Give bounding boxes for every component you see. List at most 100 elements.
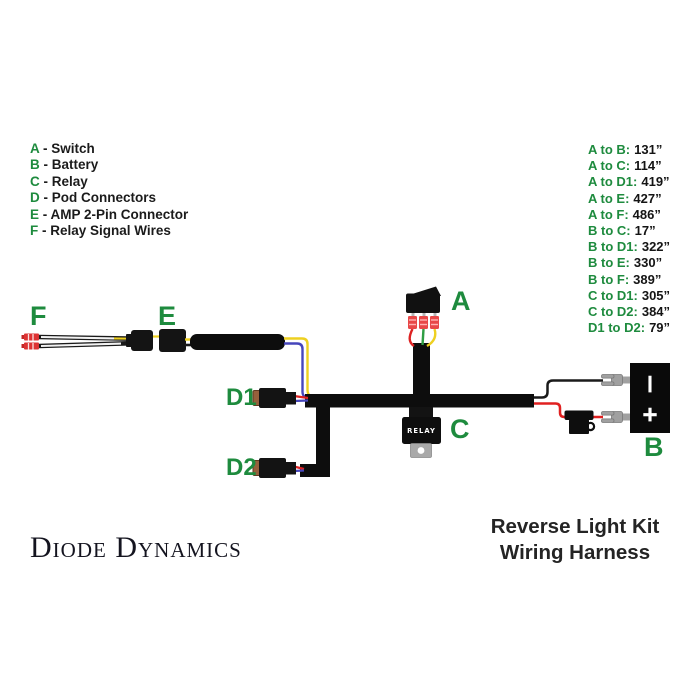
fuse-holder bbox=[564, 410, 596, 434]
measurement-row: A to C:114” bbox=[588, 158, 670, 174]
switch-terminal bbox=[408, 316, 417, 329]
legend-separator: - bbox=[39, 173, 52, 189]
measurements-list: A to B:131” A to C:114” A to D1:419” A t… bbox=[588, 142, 670, 336]
measurement-row: C to D2:384” bbox=[588, 304, 670, 320]
measurement-label: A to E: bbox=[588, 190, 630, 206]
legend-item: A - Switch bbox=[30, 141, 188, 157]
legend-item: F - Relay Signal Wires bbox=[30, 223, 188, 239]
relay: RELAY bbox=[402, 407, 441, 458]
measurement-label: A to C: bbox=[588, 158, 631, 174]
legend-name: Relay bbox=[51, 173, 88, 189]
legend-letter: A bbox=[30, 141, 40, 156]
measurement-label: C to D2: bbox=[588, 304, 638, 320]
switch bbox=[406, 286, 441, 348]
measurement-value: 17” bbox=[634, 223, 656, 239]
battery-body bbox=[630, 363, 670, 433]
measurement-row: A to B:131” bbox=[588, 142, 670, 158]
measurement-value: 419” bbox=[641, 174, 670, 190]
label-b: B bbox=[644, 432, 664, 462]
harness-trunk bbox=[300, 343, 534, 477]
legend-separator: - bbox=[39, 190, 52, 206]
battery: | + bbox=[630, 363, 670, 433]
spade-terminal-tip bbox=[21, 335, 26, 339]
amp-2pin-connector bbox=[126, 329, 194, 352]
battery-positive-wire bbox=[534, 402, 603, 419]
measurement-label: B to C: bbox=[588, 223, 631, 239]
measurement-value: 384” bbox=[641, 304, 671, 320]
measurement-value: 79” bbox=[649, 320, 671, 336]
measurement-value: 486” bbox=[632, 206, 661, 222]
label-a: A bbox=[451, 286, 471, 316]
measurement-label: B to E: bbox=[588, 255, 630, 271]
legend: A - Switch B - Battery C - Relay D - Pod… bbox=[30, 141, 188, 239]
product-title: Reverse Light Kit Wiring Harness bbox=[470, 514, 680, 566]
measurement-row: B to C:17” bbox=[588, 223, 670, 239]
brand-logo-text: Diode Dynamics bbox=[30, 531, 242, 564]
label-d1: D1 bbox=[226, 384, 257, 411]
measurement-label: A to D1: bbox=[588, 174, 638, 190]
relay-label: RELAY bbox=[407, 427, 436, 435]
measurement-row: B to D1:322” bbox=[588, 239, 670, 255]
legend-item: B - Battery bbox=[30, 157, 188, 173]
product-title-line1: Reverse Light Kit bbox=[490, 515, 660, 538]
label-c: C bbox=[450, 414, 470, 444]
legend-letter: D bbox=[30, 190, 40, 206]
legend-item: D - Pod Connectors bbox=[30, 190, 188, 206]
measurement-row: A to E:427” bbox=[588, 191, 670, 207]
measurement-value: 389” bbox=[633, 271, 662, 287]
legend-name: AMP 2-Pin Connector bbox=[50, 206, 189, 222]
measurement-value: 131” bbox=[634, 142, 663, 157]
measurement-label: A to B: bbox=[588, 142, 631, 157]
battery-negative-wire bbox=[534, 379, 603, 399]
legend-letter: C bbox=[30, 173, 40, 189]
measurement-label: A to F: bbox=[588, 206, 629, 222]
measurement-value: 427” bbox=[633, 190, 662, 206]
relay-mounting-hole bbox=[417, 447, 425, 454]
measurement-label: C to D1: bbox=[588, 287, 638, 303]
pod-connector-d1 bbox=[252, 388, 309, 408]
legend-letter: E bbox=[30, 206, 40, 222]
measurement-label: B to F: bbox=[588, 271, 630, 287]
harness-sheath bbox=[190, 334, 285, 350]
legend-letter: B bbox=[30, 157, 40, 173]
relay-body bbox=[402, 417, 441, 444]
legend-name: Relay Signal Wires bbox=[50, 223, 171, 239]
spade-terminal bbox=[24, 342, 39, 350]
legend-item: C - Relay bbox=[30, 174, 188, 190]
measurement-row: A to F:486” bbox=[588, 207, 670, 223]
amp-connector-plug bbox=[131, 330, 153, 351]
measurement-label: B to D1: bbox=[588, 239, 638, 255]
measurement-value: 305” bbox=[641, 287, 671, 303]
measurement-value: 330” bbox=[633, 255, 663, 271]
battery-negative-symbol: | bbox=[647, 374, 652, 393]
legend-name: Pod Connectors bbox=[51, 190, 157, 206]
legend-name: Switch bbox=[51, 141, 95, 156]
measurement-value: 322” bbox=[641, 239, 671, 255]
spade-terminal bbox=[24, 333, 39, 341]
battery-positive-symbol: + bbox=[642, 402, 659, 426]
relay-signal-wires bbox=[21, 333, 134, 350]
legend-separator: - bbox=[39, 206, 51, 222]
spade-terminal-tip bbox=[21, 344, 26, 348]
label-e: E bbox=[158, 301, 177, 331]
measurement-value: 114” bbox=[634, 158, 662, 174]
pod-feed-wires bbox=[284, 337, 312, 399]
measurement-row: C to D1:305” bbox=[588, 288, 670, 304]
legend-separator: - bbox=[39, 157, 52, 173]
legend-separator: - bbox=[39, 141, 52, 156]
fork-terminals bbox=[601, 374, 632, 423]
legend-letter: F bbox=[30, 223, 39, 239]
measurement-row: B to E:330” bbox=[588, 255, 670, 271]
switch-terminal bbox=[430, 316, 439, 329]
measurement-row: D1 to D2:79” bbox=[588, 320, 670, 336]
label-f: F bbox=[30, 301, 47, 331]
measurement-row: A to D1:419” bbox=[588, 174, 670, 190]
legend-item: E - AMP 2-Pin Connector bbox=[30, 207, 188, 223]
amp-connector-receptacle bbox=[159, 329, 186, 352]
label-d2: D2 bbox=[226, 454, 257, 481]
battery-wires bbox=[534, 379, 603, 419]
legend-name: Battery bbox=[51, 157, 99, 173]
switch-body bbox=[406, 293, 440, 313]
